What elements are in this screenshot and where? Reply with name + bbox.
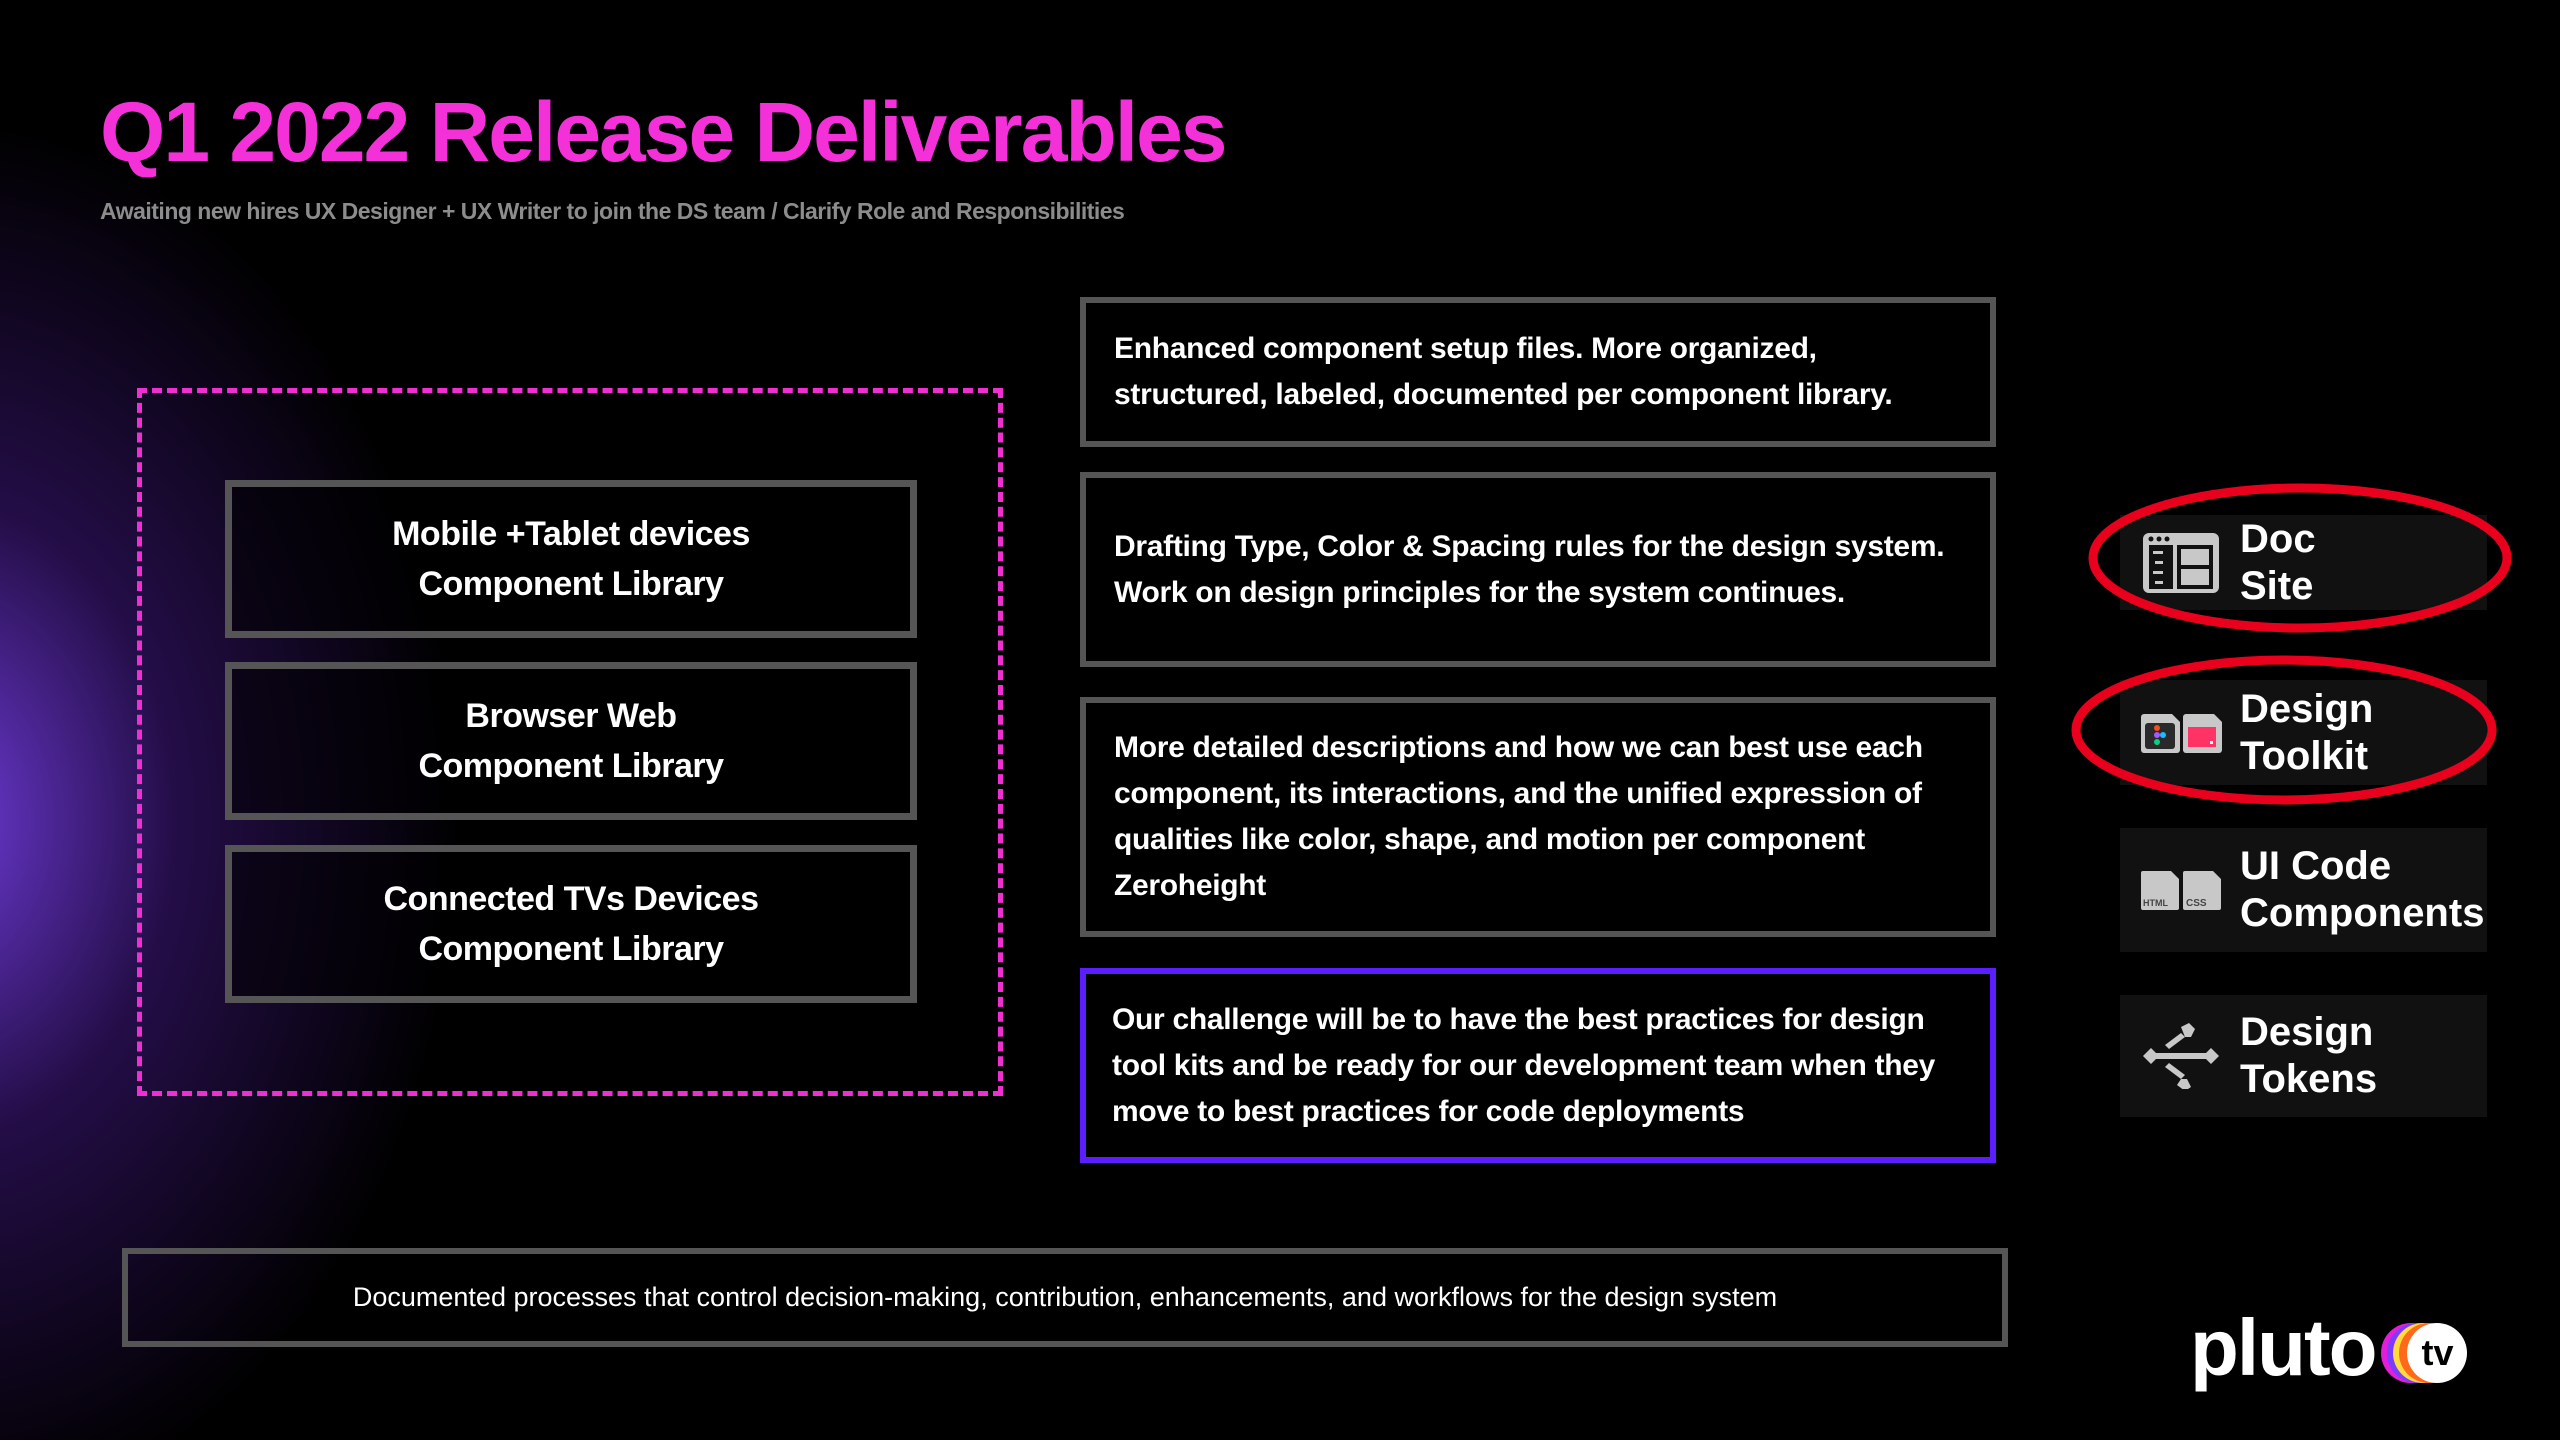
css-label: CSS [2186, 898, 2207, 909]
library-title: Browser Web [465, 697, 677, 735]
tile-label: Design [2240, 686, 2374, 731]
challenge-box: Our challenge will be to have the best p… [1080, 968, 1996, 1163]
tokens-icon [2136, 1016, 2226, 1096]
deliverable-text: More detailed descriptions and how we ca… [1114, 731, 1923, 902]
processes-note-box: Documented processes that control decisi… [122, 1248, 2008, 1347]
tile-label: Site [2240, 563, 2314, 608]
logo-wordmark: pluto [2190, 1303, 2377, 1392]
library-title: Mobile +Tablet devices [392, 515, 750, 553]
deliverable-box: More detailed descriptions and how we ca… [1080, 697, 1996, 937]
logo-tv-badge: tv [2381, 1323, 2471, 1383]
library-subtitle: Component Library [418, 930, 724, 968]
tile-label: Design [2240, 1010, 2374, 1054]
library-title: Connected TVs Devices [383, 880, 759, 918]
library-subtitle: Component Library [418, 747, 724, 785]
deliverable-text: Our challenge will be to have the best p… [1112, 1002, 1936, 1128]
component-libraries-group [137, 388, 1003, 1096]
tile-label: Toolkit [2240, 733, 2369, 778]
pluto-tv-logo: pluto tv [2190, 1308, 2471, 1388]
page-title: Q1 2022 Release Deliverables [100, 85, 1227, 179]
html-css-file-icon: HTML CSS [2136, 850, 2226, 930]
processes-note: Documented processes that control decisi… [352, 1282, 1778, 1312]
deliverable-box: Drafting Type, Color & Spacing rules for… [1080, 472, 1996, 667]
html-label: HTML [2143, 898, 2168, 908]
logo-tv-text: tv [2407, 1323, 2468, 1383]
deliverable-text: Drafting Type, Color & Spacing rules for… [1114, 529, 1945, 609]
page-subtitle: Awaiting new hires UX Designer + UX Writ… [100, 198, 1125, 224]
tile-label: Components [2240, 891, 2485, 935]
deliverable-box: Enhanced component setup files. More org… [1080, 297, 1996, 447]
library-subtitle: Component Library [418, 565, 724, 603]
tile-label: Doc [2240, 516, 2316, 561]
deliverable-text: Enhanced component setup files. More org… [1114, 332, 1893, 411]
figma-file-icon [2136, 693, 2226, 773]
tile-label: Tokens [2240, 1057, 2378, 1101]
doc-site-icon [2136, 523, 2226, 603]
tile-label: UI Code [2240, 844, 2392, 888]
